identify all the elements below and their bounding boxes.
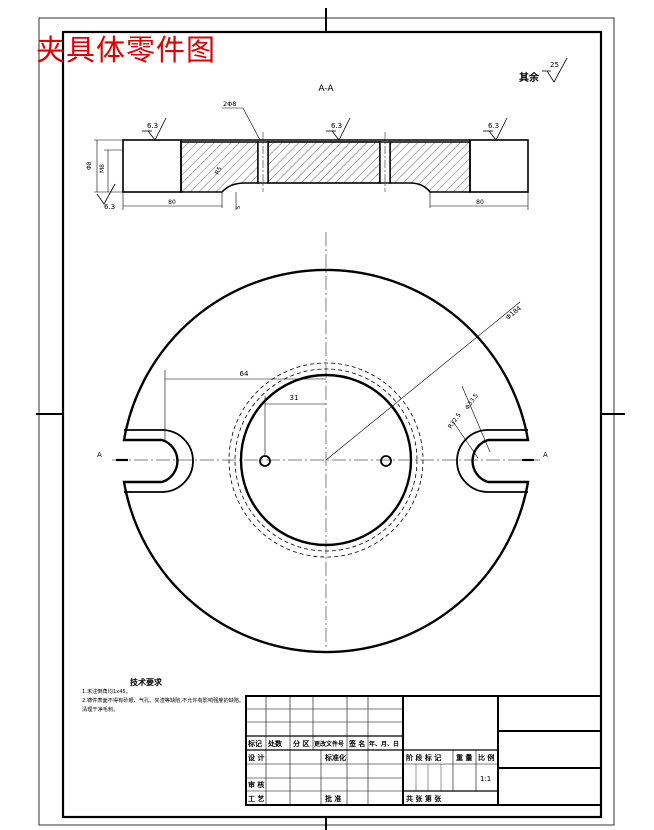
fillet-dimension: R5 <box>214 165 224 176</box>
left-hatched-body <box>180 141 259 193</box>
center-hatched-body <box>267 141 381 184</box>
svg-text:年、月、日: 年、月、日 <box>369 740 399 748</box>
svg-text:1:1: 1:1 <box>480 775 491 783</box>
roughness-left: 6.3 <box>142 117 167 141</box>
svg-text:6.3: 6.3 <box>104 203 115 211</box>
dim-64 <box>164 370 326 440</box>
svg-text:处数: 处数 <box>267 739 283 748</box>
svg-text:阶 段 标 记: 阶 段 标 记 <box>406 753 441 762</box>
bore-dimension: 2Φ8 <box>222 100 261 141</box>
svg-text:6.3: 6.3 <box>147 122 158 130</box>
svg-text:更改文件号: 更改文件号 <box>314 740 344 748</box>
svg-text:1.未注倒角均1x45。: 1.未注倒角均1x45。 <box>82 687 131 695</box>
centering-marks <box>36 8 625 830</box>
svg-text:2Φ8: 2Φ8 <box>223 100 236 108</box>
disc-outline <box>122 268 530 654</box>
svg-text:共 张 第 张: 共 张 第 张 <box>406 794 442 803</box>
plan-view: A A 64 31 Φ184 Φ33.5 R12.5 <box>97 232 548 654</box>
svg-text:其余: 其余 <box>519 71 540 84</box>
svg-text:25: 25 <box>550 61 559 69</box>
outer-diameter-leader <box>325 301 521 461</box>
roughness-center: 6.3 <box>326 117 351 141</box>
roughness-bottom: 6.3 <box>96 183 116 211</box>
svg-text:清理干净毛刺。: 清理干净毛刺。 <box>82 705 118 713</box>
svg-text:6.3: 6.3 <box>331 122 342 130</box>
svg-text:分 区: 分 区 <box>293 739 309 748</box>
right-hatched-body <box>389 141 471 193</box>
svg-text:批 准: 批 准 <box>325 794 341 803</box>
svg-text:标准化: 标准化 <box>324 753 346 762</box>
technical-notes: 技术要求 1.未注倒角均1x45。 2.铸件表面不得有砂眼、气孔、夹渣等缺陷,不… <box>82 677 244 713</box>
inner-frame <box>61 30 603 819</box>
svg-text:签 名: 签 名 <box>348 739 365 748</box>
svg-text:Φ33.5: Φ33.5 <box>464 392 480 411</box>
svg-text:5: 5 <box>236 206 242 209</box>
right-pad <box>469 139 529 193</box>
title-block-text: 标记 处数 分 区 更改文件号 签 名 年、月、日 设 计 标准化 审 核 工 … <box>247 739 494 803</box>
svg-text:M8: M8 <box>99 164 106 173</box>
roughness-right: 6.3 <box>483 117 508 141</box>
section-view: 6.3 6.3 6.3 6.3 2Φ8 R5 <box>86 100 529 211</box>
section-label: A-A <box>318 84 334 94</box>
svg-text:技术要求: 技术要求 <box>130 677 163 687</box>
title-block <box>245 695 602 806</box>
left-height-dims <box>94 139 123 193</box>
dim-31 <box>264 396 326 455</box>
page-title: 夹具体零件图 <box>36 33 217 67</box>
svg-text:Φ8: Φ8 <box>86 161 93 170</box>
remainder-roughness: 其余 25 <box>519 57 568 84</box>
svg-text:2.铸件表面不得有砂眼、气孔、夹渣等缺陷,不允许有影响强度的: 2.铸件表面不得有砂眼、气孔、夹渣等缺陷,不允许有影响强度的缺陷。 <box>82 696 244 704</box>
svg-text:R12.5: R12.5 <box>447 412 463 431</box>
left-pad <box>122 139 182 193</box>
svg-text:重 量: 重 量 <box>456 753 472 762</box>
svg-text:Φ184: Φ184 <box>504 304 523 321</box>
svg-text:80: 80 <box>476 199 484 206</box>
left-pin-hole <box>259 455 271 467</box>
svg-text:80: 80 <box>168 199 176 206</box>
svg-text:6.3: 6.3 <box>488 122 499 130</box>
right-pin-hole <box>380 455 392 467</box>
svg-text:审 核: 审 核 <box>248 780 264 789</box>
svg-text:比 例: 比 例 <box>478 753 494 762</box>
svg-text:31: 31 <box>290 394 299 402</box>
svg-text:64: 64 <box>240 370 249 378</box>
bottom-width-dims <box>122 192 529 210</box>
svg-text:A: A <box>97 451 102 459</box>
svg-text:工 艺: 工 艺 <box>248 794 264 803</box>
svg-text:标记: 标记 <box>247 739 262 748</box>
svg-text:设 计: 设 计 <box>248 753 264 762</box>
svg-text:A: A <box>543 451 548 459</box>
